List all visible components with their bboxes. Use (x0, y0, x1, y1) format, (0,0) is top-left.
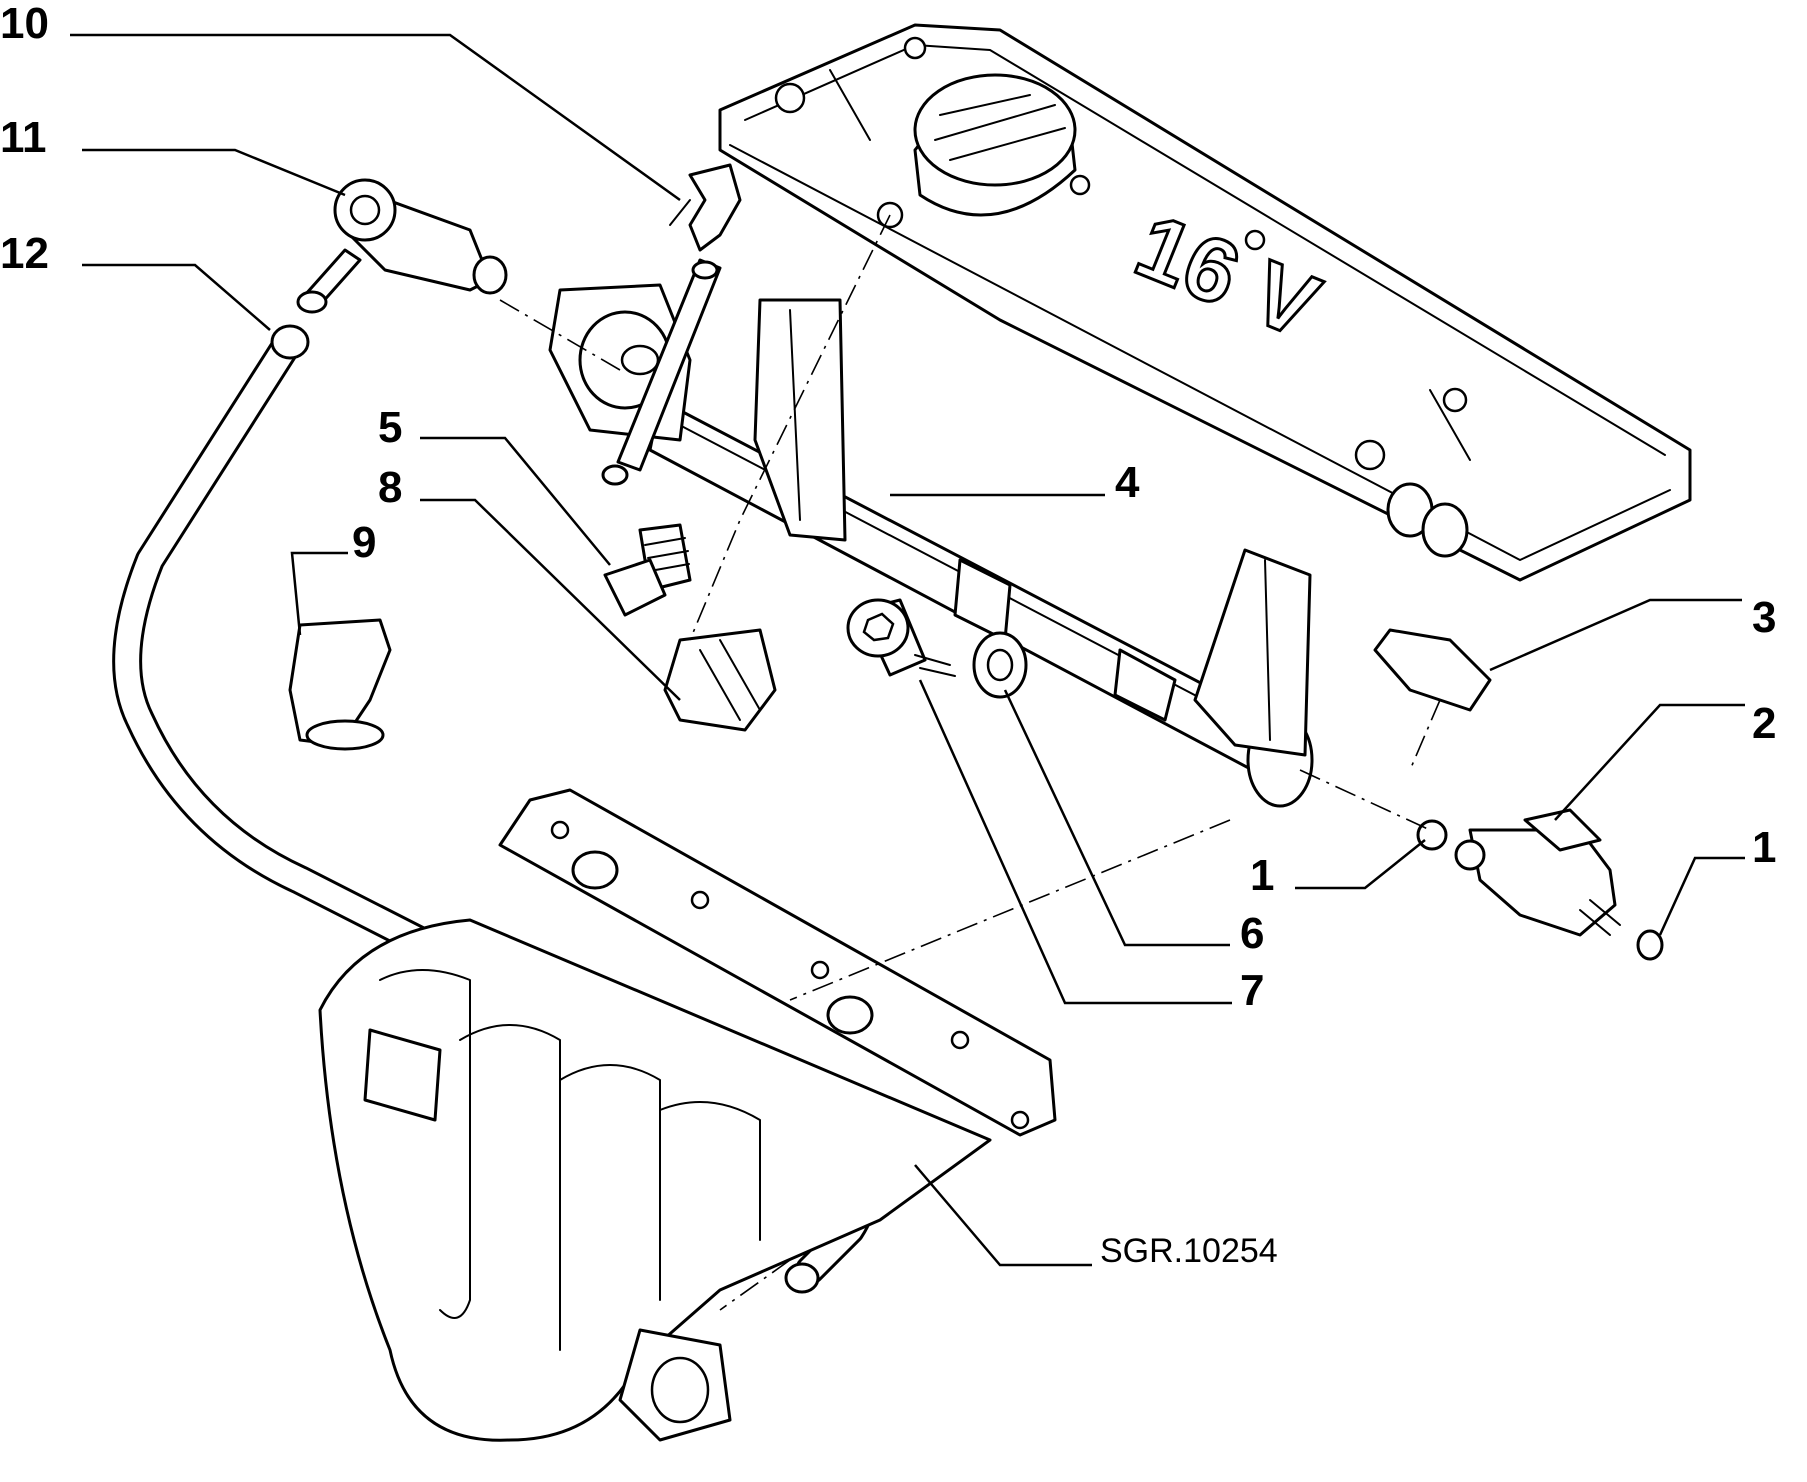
pipe-union (296, 178, 508, 314)
o-ring-upper (1416, 819, 1448, 851)
fuel-rail (548, 258, 1314, 808)
intake-manifold (318, 788, 1057, 1442)
connector-clip (1373, 628, 1492, 712)
callout-7: 7 (1240, 966, 1264, 1015)
washer (972, 631, 1028, 699)
socket-screw (846, 598, 956, 677)
callout-1-upper: 1 (1250, 851, 1274, 900)
callout-3: 3 (1752, 593, 1776, 642)
o-ring-lower (1636, 929, 1664, 961)
callout-12: 12 (0, 229, 49, 278)
assembly-axes (499, 214, 1441, 1311)
callout-2: 2 (1752, 699, 1776, 748)
callout-9: 9 (352, 518, 376, 567)
injector-clip (288, 618, 392, 751)
oil-filler-cap (913, 73, 1077, 217)
callout-10: 10 (0, 0, 49, 48)
callouts: 10 11 12 5 8 9 4 3 2 1 1 6 7 (0, 0, 1776, 1015)
hose-clip (669, 163, 742, 252)
leader-lines (70, 33, 1745, 1267)
reference-code: SGR.10254 (1100, 1232, 1278, 1270)
rail-bolt (603, 523, 692, 617)
callout-1-lower: 1 (1752, 823, 1776, 872)
callout-5: 5 (378, 403, 402, 452)
callout-6: 6 (1240, 909, 1264, 958)
callout-8: 8 (378, 463, 402, 512)
callout-11: 11 (0, 113, 47, 162)
retaining-clip (663, 628, 777, 732)
callout-4: 4 (1115, 458, 1140, 507)
fuel-injector (1454, 808, 1621, 937)
